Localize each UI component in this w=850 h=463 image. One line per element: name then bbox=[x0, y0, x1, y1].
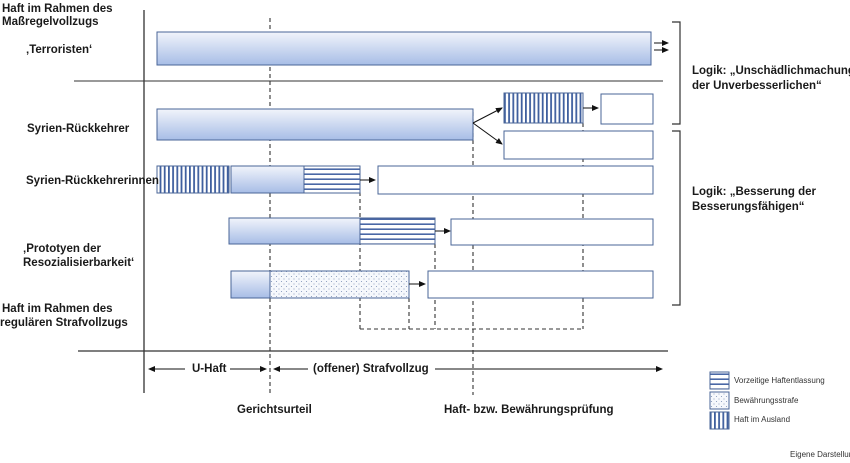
logic-label-upper-2: der Unverbesserlichen“ bbox=[692, 80, 822, 92]
group-label-terroristen: ‚Terroristen‘ bbox=[26, 44, 93, 56]
logic-label-lower-2: Besserungsfähigen“ bbox=[692, 201, 805, 213]
rueckkehrer-domestic-box bbox=[503, 130, 654, 160]
prototypen-2-release-box bbox=[427, 270, 654, 299]
rueckkehrer-release-box bbox=[600, 93, 654, 125]
timeline-strafvollzug: (offener) Strafvollzug bbox=[313, 363, 429, 375]
prototypen-1-release-box bbox=[450, 218, 654, 246]
legend-label-early-release: Vorzeitige Haftentlassung bbox=[734, 376, 825, 385]
timeline-pruefung: Haft- bzw. Bewährungsprüfung bbox=[444, 404, 614, 416]
prototypen-1-early-release-bar bbox=[359, 217, 436, 245]
source-note: Eigene Darstellung bbox=[790, 450, 850, 459]
section-label-top-1: Haft im Rahmen des bbox=[2, 3, 113, 15]
rueckkehrerinnen-uhaft-bar bbox=[230, 165, 305, 194]
terroristen-bar bbox=[156, 31, 652, 66]
logic-label-upper-1: Logik: „Unschädlichmachung bbox=[692, 65, 850, 77]
prototypen-2-uhaft-bar bbox=[230, 270, 271, 299]
legend-swatch-horizontal-stripes bbox=[709, 371, 730, 390]
group-label-prototypen-2: Resozialisierbarkeit‘ bbox=[23, 257, 135, 269]
legend-swatch-dots bbox=[709, 391, 730, 410]
section-label-bottom-1: Haft im Rahmen des bbox=[2, 303, 113, 315]
group-label-syrien-rueckkehrer: Syrien-Rückkehrer bbox=[27, 123, 130, 135]
section-label-top-2: Maßregelvollzugs bbox=[2, 16, 99, 28]
rueckkehrerinnen-release-box bbox=[377, 165, 654, 195]
rueckkehrerinnen-ausland-bar bbox=[156, 165, 230, 194]
upper-logic-bracket bbox=[672, 21, 681, 125]
prototypen-1-bar bbox=[228, 217, 361, 245]
rueckkehrer-arrow-down bbox=[472, 122, 503, 145]
legend-label-probation: Bewährungsstrafe bbox=[734, 396, 799, 405]
timeline-gerichtsurteil: Gerichtsurteil bbox=[237, 404, 312, 416]
group-label-syrien-rueckkehrerinnen: Syrien-Rückkehrerinnen bbox=[26, 175, 159, 187]
lower-logic-bracket bbox=[672, 130, 681, 306]
rueckkehrerinnen-early-release-bar bbox=[303, 165, 361, 194]
prototypen-2-probation-bar bbox=[269, 270, 410, 299]
timeline-uhaft: U-Haft bbox=[192, 363, 227, 375]
rueckkehrer-bar bbox=[156, 108, 474, 141]
legend-swatch-vertical-stripes bbox=[709, 411, 730, 430]
section-label-bottom-2: regulären Strafvollzugs bbox=[0, 317, 128, 329]
rueckkehrer-arrow-up bbox=[472, 107, 503, 124]
legend-label-abroad: Haft im Ausland bbox=[734, 415, 791, 424]
rueckkehrer-ausland-bar bbox=[503, 92, 584, 124]
group-label-prototypen-1: ‚Prototyen der bbox=[23, 243, 101, 255]
logic-label-lower-1: Logik: „Besserung der bbox=[692, 186, 816, 198]
